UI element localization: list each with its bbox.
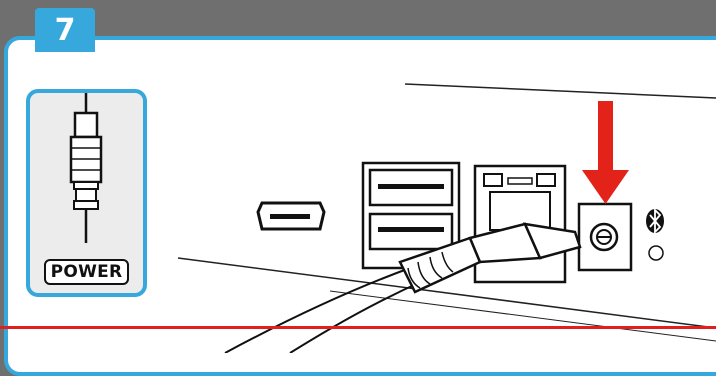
device-bottom-edge [177, 257, 716, 329]
bluetooth-indicator-led [648, 245, 664, 261]
down-arrow-icon [582, 101, 629, 204]
hdmi-port [256, 201, 326, 231]
barrel-plug-icon [69, 93, 103, 243]
divider-line [0, 326, 716, 329]
device-illustration [177, 83, 716, 353]
power-label: POWER [44, 259, 129, 285]
ethernet-port [473, 164, 567, 284]
device-top-edge [404, 83, 716, 99]
step-number: 7 [54, 12, 76, 48]
dc-power-jack [577, 202, 633, 272]
bluetooth-icon [646, 207, 664, 235]
step-number-badge: 7 [35, 8, 95, 52]
power-connector-callout: POWER [26, 89, 147, 297]
power-cable [224, 222, 582, 353]
device-bottom-edge-2 [329, 290, 716, 342]
power-label-text: POWER [50, 262, 123, 282]
